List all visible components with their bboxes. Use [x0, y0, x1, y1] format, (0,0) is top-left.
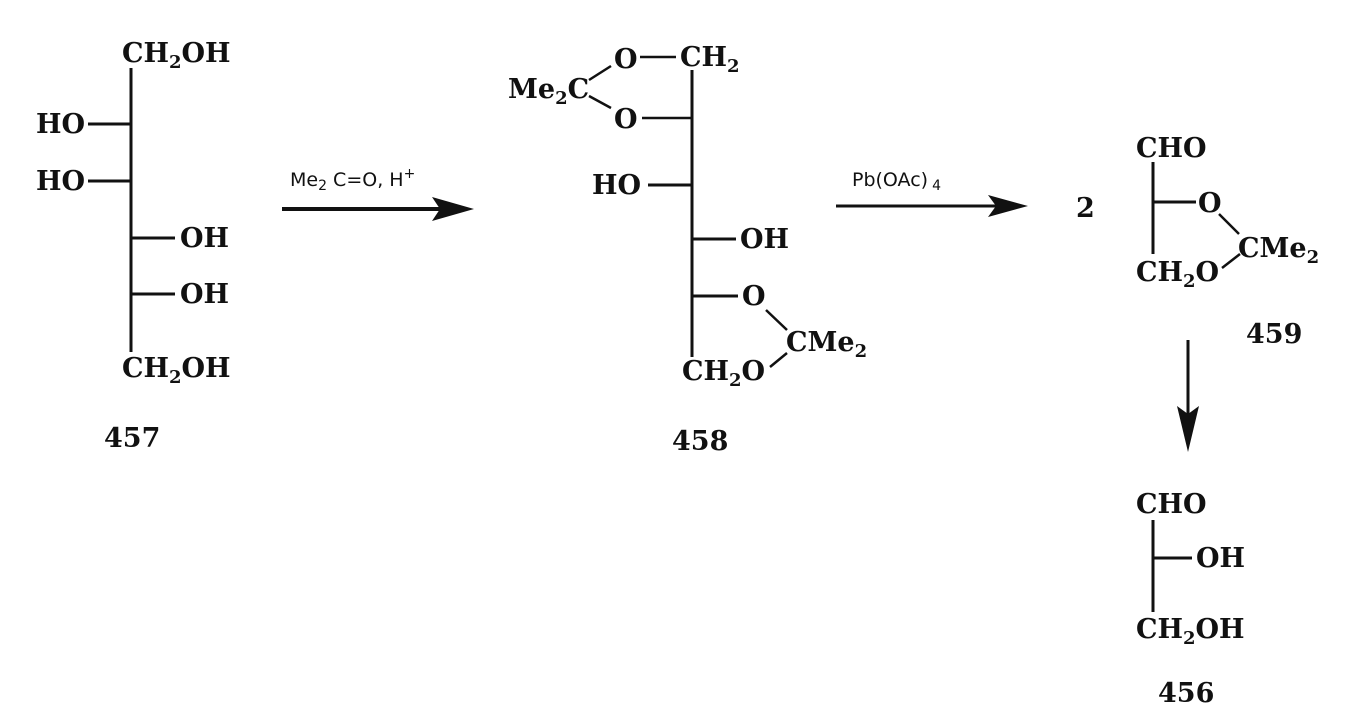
- compound-457: CH2OH HO HO OH OH CH2OH 457: [36, 38, 231, 454]
- arrow-head: [1177, 406, 1199, 452]
- top-ch2oh-label: CH2OH: [122, 38, 231, 73]
- compound-456: CHO OH CH2OH 456: [1136, 489, 1245, 709]
- ch2o-label: CH2O: [1136, 257, 1219, 292]
- ch2o-label: CH2O: [682, 356, 765, 391]
- ch2-label: CH2: [680, 42, 740, 77]
- compound-number: 457: [104, 423, 160, 454]
- ho-label: HO: [592, 170, 641, 201]
- compound-number: 458: [672, 426, 728, 457]
- ring-bond: [1218, 213, 1240, 235]
- compound-number: 456: [1158, 678, 1214, 709]
- ring-oxygen-label: O: [742, 281, 766, 312]
- reagent-label-1: Me2 C=O, H+: [290, 166, 415, 194]
- reaction-arrow-2: Pb(OAc)4: [836, 169, 1028, 217]
- ring-bond: [765, 309, 788, 331]
- arrow-head: [432, 197, 474, 221]
- ring-bond: [588, 64, 612, 82]
- compound-number: 459: [1246, 319, 1302, 350]
- stoichiometric-coefficient: 2: [1076, 193, 1095, 224]
- arrow-head: [988, 195, 1028, 217]
- ring-oxygen-label: O: [1198, 188, 1222, 219]
- cme2-label: CMe2: [1238, 233, 1319, 268]
- cho-label: CHO: [1136, 133, 1207, 164]
- ring-bond: [588, 94, 612, 110]
- oh-label: OH: [180, 223, 229, 254]
- ring-bond: [1221, 253, 1241, 269]
- ring-bond: [769, 352, 788, 368]
- ring-oxygen-label: O: [614, 104, 638, 135]
- reaction-arrow-1: Me2 C=O, H+: [282, 166, 474, 221]
- oh-label: OH: [740, 224, 789, 255]
- me2c-label: Me2C: [508, 74, 589, 109]
- compound-458: O CH2 Me2C O HO OH O CMe2 CH2O 458: [508, 42, 867, 457]
- reaction-arrow-3: [1177, 340, 1199, 452]
- ho-label: HO: [36, 166, 85, 197]
- cme2-label: CMe2: [786, 327, 867, 362]
- bottom-ch2oh-label: CH2OH: [1136, 614, 1245, 649]
- oh-label: OH: [1196, 543, 1245, 574]
- ho-label: HO: [36, 109, 85, 140]
- cho-label: CHO: [1136, 489, 1207, 520]
- oh-label: OH: [180, 279, 229, 310]
- ring-oxygen-label: O: [614, 44, 638, 75]
- bottom-ch2oh-label: CH2OH: [122, 353, 231, 388]
- compound-459: 2 CHO O CMe2 CH2O 459: [1076, 133, 1319, 350]
- reagent-label-2: Pb(OAc)4: [852, 169, 941, 194]
